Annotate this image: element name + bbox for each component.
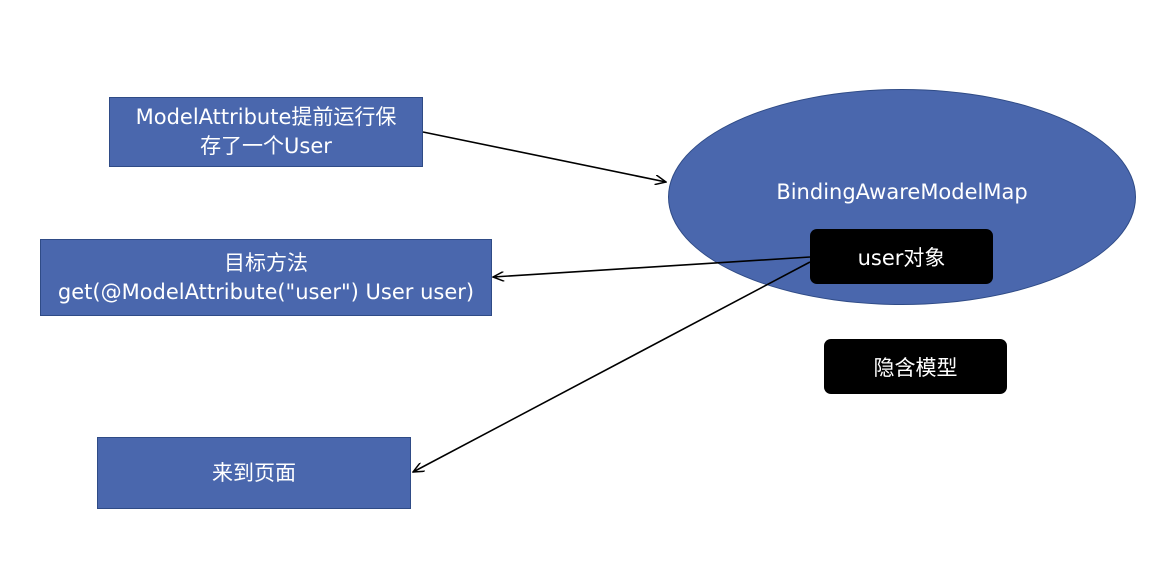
target-method-line2: get(@ModelAttribute("user") User user) <box>57 279 475 304</box>
user-object-box: user对象 <box>810 229 993 284</box>
page-label: 来到页面 <box>212 460 296 485</box>
user-object-label: user对象 <box>857 245 946 270</box>
implicit-model-box: 隐含模型 <box>824 339 1007 394</box>
arrow-model-attribute-to-map <box>422 131 666 182</box>
binding-aware-model-map-label: BindingAwareModelMap <box>776 180 1028 204</box>
target-method-box: 目标方法 get(@ModelAttribute("user") User us… <box>40 239 492 316</box>
model-attribute-line2: 存了一个User <box>200 134 332 158</box>
model-attribute-box: ModelAttribute提前运行保 存了一个User <box>109 97 423 167</box>
model-attribute-line1: ModelAttribute提前运行保 <box>135 105 397 129</box>
implicit-model-label: 隐含模型 <box>873 355 958 380</box>
page-box: 来到页面 <box>97 437 411 509</box>
arrow-user-to-target-method <box>493 256 811 277</box>
arrow-user-to-page <box>413 261 811 472</box>
target-method-line1: 目标方法 <box>224 250 308 275</box>
